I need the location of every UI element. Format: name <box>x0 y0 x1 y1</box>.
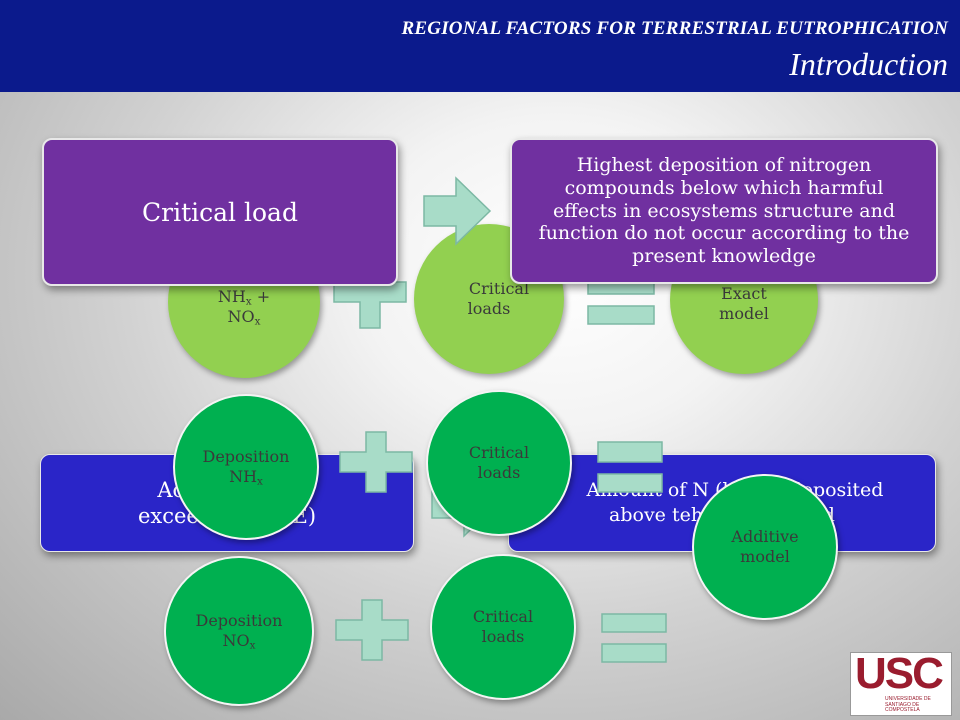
arrow-right-icon <box>423 176 492 246</box>
equals-icon <box>597 441 663 493</box>
plus-icon <box>335 599 409 661</box>
slide-heading: REGIONAL FACTORS FOR TERRESTRIAL EUTROPH… <box>401 18 948 39</box>
deposition-nh-circle: Deposition NHx <box>173 394 319 540</box>
usc-logo: USC UNIVERSIDADE DE SANTIAGO DE COMPOSTE… <box>850 649 952 716</box>
critical-loads-circle-middle: Critical loads <box>426 390 572 536</box>
definition-box: Highest deposition of nitrogen compounds… <box>510 138 938 284</box>
nh-no-label: NHx + NOx <box>217 286 271 328</box>
plus-icon <box>339 431 413 493</box>
title-bar: REGIONAL FACTORS FOR TERRESTRIAL EUTROPH… <box>0 0 960 92</box>
slide-subheading: Introduction <box>789 46 948 82</box>
usc-logo-text: USC <box>855 649 944 698</box>
usc-logo-caption: UNIVERSIDADE DE SANTIAGO DE COMPOSTELA <box>885 696 931 713</box>
critical-load-box: Critical load <box>42 138 398 286</box>
critical-loads-circle-bottom: Critical loads <box>430 554 576 700</box>
equals-icon <box>601 613 667 663</box>
additive-model-circle: Additive model <box>692 474 838 620</box>
deposition-no-circle: Deposition NOx <box>164 556 314 706</box>
